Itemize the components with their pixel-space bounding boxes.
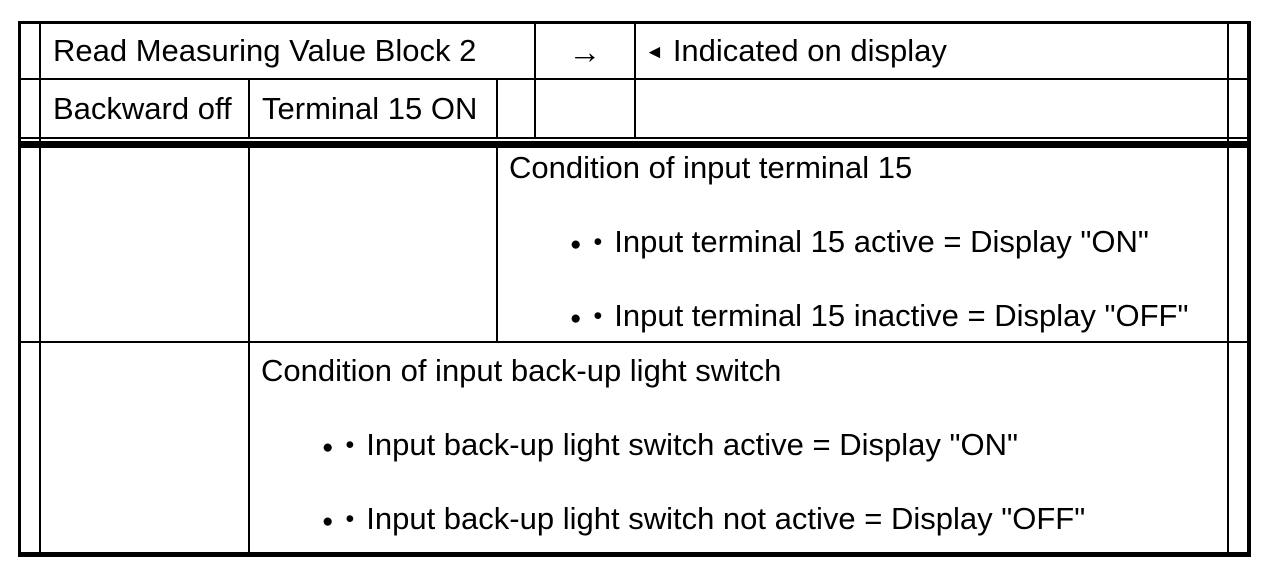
bullet-text: Input back-up light switch not active = …	[366, 501, 1086, 536]
bullet-text: Input terminal 15 inactive = Display "OF…	[614, 298, 1189, 333]
right-margin-cell	[1227, 148, 1247, 341]
bullet-line: ● • Input terminal 15 active = Display "…	[498, 222, 1227, 262]
indicated-on-display-label: Indicated on display	[672, 33, 947, 68]
bullet-big-icon: ●	[570, 307, 582, 329]
empty-cell	[250, 148, 498, 341]
empty-indicated-cell	[636, 80, 1227, 137]
backward-off-label: Backward off	[53, 90, 232, 126]
subheader-row: Backward off Terminal 15 ON	[21, 80, 1247, 139]
terminal-15-section: Condition of input terminal 15 ● • Input…	[498, 148, 1227, 341]
separator-gap	[21, 139, 1247, 141]
right-margin-cell	[1227, 343, 1247, 552]
empty-cell	[41, 148, 250, 341]
bullet-small-icon: •	[345, 504, 355, 533]
right-margin-cell	[1227, 80, 1247, 137]
right-margin-cell	[1227, 24, 1247, 78]
bullet-line: ● • Input back-up light switch active = …	[250, 425, 1227, 465]
right-arrow-icon: →	[568, 32, 602, 70]
empty-arrow-cell	[536, 80, 636, 137]
arrow-cell: →	[536, 24, 636, 78]
terminal-15-cell: Terminal 15 ON	[250, 80, 498, 137]
left-margin-cell	[21, 139, 41, 141]
terminal-15-section-row: Condition of input terminal 15 ● • Input…	[21, 148, 1247, 343]
left-margin-cell	[21, 343, 41, 552]
empty-cell	[41, 343, 250, 552]
right-margin-cell	[1227, 139, 1247, 141]
backward-off-cell: Backward off	[41, 80, 250, 137]
left-margin-cell	[21, 80, 41, 137]
bullet-small-icon: •	[593, 301, 603, 330]
indicated-cell: ◄ Indicated on display	[636, 24, 1227, 78]
measuring-block-table: Read Measuring Value Block 2 → ◄ Indicat…	[18, 21, 1251, 557]
bullet-line: ● • Input back-up light switch not activ…	[250, 499, 1227, 539]
bullet-big-icon: ●	[322, 510, 334, 532]
bullet-small-icon: •	[345, 430, 355, 459]
bullet-small-icon: •	[593, 227, 603, 256]
table-title-cell: Read Measuring Value Block 2	[41, 24, 536, 78]
backup-light-section-row: Condition of input back-up light switch …	[21, 343, 1247, 552]
bullet-big-icon: ●	[570, 233, 582, 255]
backup-light-section: Condition of input back-up light switch …	[250, 343, 1227, 552]
left-pointer-icon: ◄	[645, 41, 664, 63]
thick-divider-rule	[21, 141, 1247, 148]
empty-small-cell	[498, 80, 536, 137]
left-margin-cell	[21, 24, 41, 78]
terminal-15-label: Terminal 15 ON	[262, 90, 478, 126]
bullet-big-icon: ●	[322, 436, 334, 458]
left-margin-cell	[21, 148, 41, 341]
bullet-text: Input back-up light switch active = Disp…	[366, 427, 1019, 462]
header-row: Read Measuring Value Block 2 → ◄ Indicat…	[21, 24, 1247, 80]
table-title: Read Measuring Value Block 2	[53, 33, 477, 68]
bullet-text: Input terminal 15 active = Display "ON"	[614, 224, 1149, 259]
section-heading: Condition of input terminal 15	[509, 150, 913, 185]
section-heading: Condition of input back-up light switch	[261, 353, 782, 388]
bullet-line: ● • Input terminal 15 inactive = Display…	[498, 296, 1227, 336]
